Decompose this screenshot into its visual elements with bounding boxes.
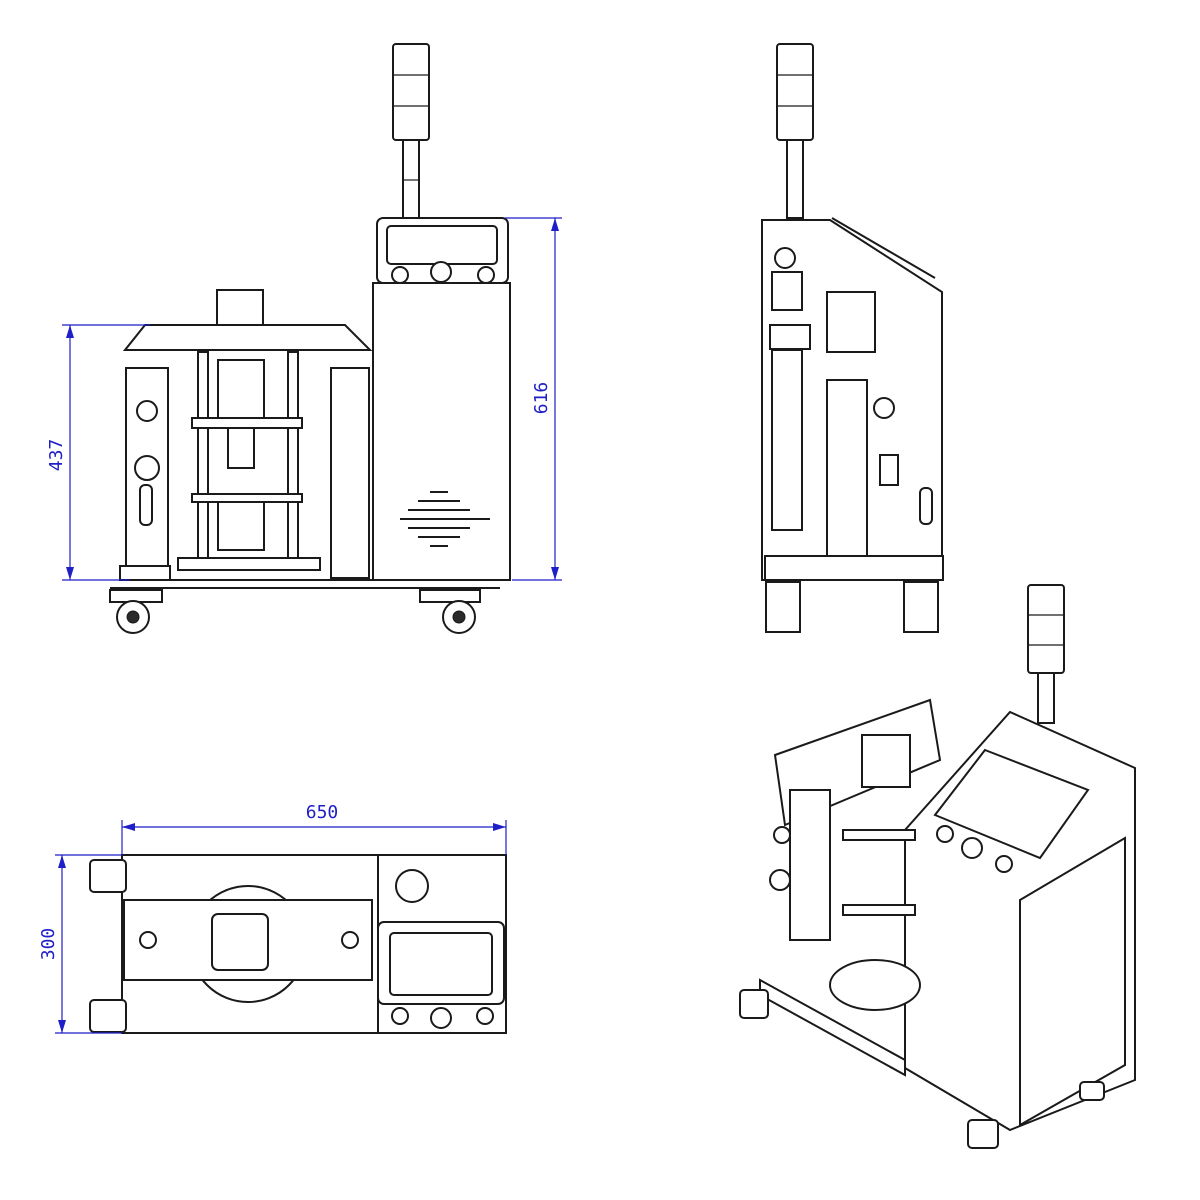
dim-label-437: 437 — [46, 439, 67, 472]
isometric-view — [739, 584, 1136, 1149]
base-and-casters — [109, 579, 510, 634]
dim-label-616: 616 — [531, 382, 552, 415]
signal-tower — [392, 43, 430, 219]
dim-top-depth: 300 — [38, 854, 122, 1034]
dim-label-300: 300 — [38, 928, 59, 961]
top-view: 650 300 — [38, 802, 507, 1034]
dim-total-height: 616 — [505, 217, 562, 581]
vent-slots — [400, 491, 490, 547]
side-view — [761, 43, 944, 633]
control-cabinet — [372, 217, 511, 581]
front-view: 437 616 — [46, 43, 562, 634]
dim-front-height: 437 — [46, 324, 150, 581]
press-frame — [119, 289, 373, 581]
dim-top-width: 650 — [121, 802, 507, 855]
dim-label-650: 650 — [306, 802, 339, 823]
